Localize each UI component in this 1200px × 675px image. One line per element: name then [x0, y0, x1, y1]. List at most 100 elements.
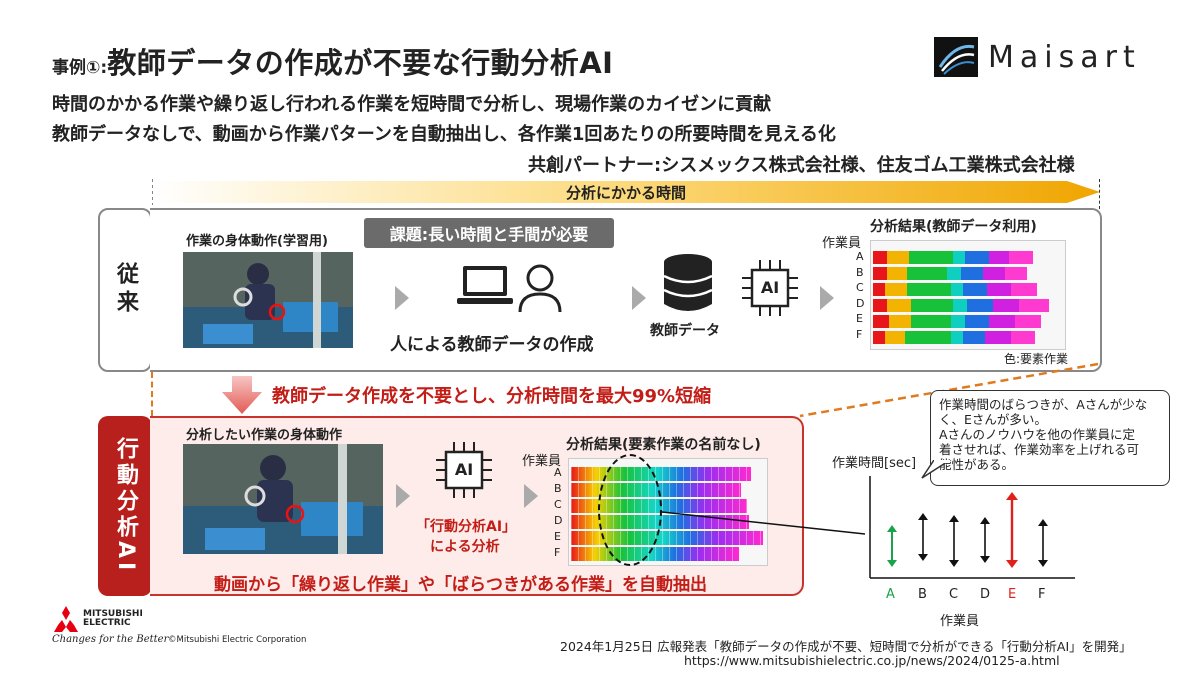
- variation-x-labels: A B C D E F: [882, 587, 1082, 603]
- conventional-work-photo: [183, 252, 353, 348]
- description-line-1: 時間のかかる作業や繰り返し行われる作業を短時間で分析し、現場作業のカイゼンに貢献: [52, 94, 772, 115]
- worker-label: D: [554, 514, 563, 527]
- ai-chip-text: AI: [760, 278, 780, 297]
- issue-label: 課題:長い時間と手間が必要: [389, 225, 589, 244]
- conventional-result-title: 分析結果(教師データ利用): [870, 219, 1037, 235]
- behavior-analysis-line-1: 「行動分析AI」: [416, 519, 517, 535]
- stacked-bar: [873, 331, 1035, 344]
- timeline-label: 分析にかかる時間: [565, 184, 686, 202]
- flow-arrow-icon: [632, 286, 646, 310]
- variation-arrow-a: [887, 525, 897, 567]
- maisart-swirl-icon: [934, 37, 978, 77]
- behavior-ai-side-label: 行動分析AI: [98, 416, 152, 596]
- ai-chip-icon: AI: [432, 440, 496, 504]
- page-title: 事例①:教師データの作成が不要な行動分析AI: [52, 40, 613, 82]
- worker-label: D: [856, 296, 865, 310]
- worker-label: F: [856, 327, 863, 341]
- x-label-a: A: [886, 587, 895, 602]
- stacked-bar: [873, 315, 1041, 328]
- laptop-icon: [455, 262, 515, 314]
- highlight-ellipse: [598, 454, 662, 566]
- conventional-side-label: 従来: [98, 208, 152, 372]
- callout-line: Aさんのノウハウを他の作業員に定: [939, 427, 1136, 442]
- ai-chip-icon: AI: [738, 258, 802, 322]
- variation-arrow-b: [918, 513, 928, 561]
- worker-label: B: [554, 482, 562, 495]
- timeline-end-marker: [1099, 179, 1100, 209]
- callout-line: 能性がある。: [939, 457, 1015, 472]
- x-label-c: C: [949, 587, 959, 602]
- x-label-b: B: [918, 587, 927, 602]
- flow-arrow-icon: [395, 286, 409, 310]
- worker-label: A: [856, 250, 864, 263]
- variation-arrow-d: [980, 517, 990, 563]
- flow-arrow-icon: [820, 286, 834, 310]
- dashed-connector-left: [151, 372, 153, 416]
- stacked-bar: [873, 283, 1037, 296]
- insight-callout: 作業時間のばらつきが、Aさんが少な く、Eさんが多い。 Aさんのノウハウを他の作…: [930, 390, 1170, 486]
- variation-x-axis-label: 作業員: [940, 614, 980, 629]
- callout-tail: [921, 460, 952, 479]
- stacked-bar: [873, 299, 1049, 312]
- worker-photo-icon: [183, 252, 353, 348]
- maisart-logo: Maisart: [934, 36, 1146, 78]
- extract-message: 動画から「繰り返し作業」や「ばらつきがある作業」を自動抽出: [214, 575, 707, 595]
- conventional-worker-axis: 作業員: [822, 236, 862, 251]
- database-icon: [660, 252, 716, 318]
- behavior-result-title: 分析結果(要素作業の名前なし): [566, 437, 761, 453]
- press-release: 2024年1月25日 広報発表「教師データの作成が不要、短時間で分析ができる「行…: [560, 639, 1132, 654]
- copyright: ©Mitsubishi Electric Corporation: [168, 635, 307, 645]
- gradient-bar: [571, 547, 739, 561]
- flow-arrow-icon: [524, 484, 538, 508]
- variation-chart: [869, 476, 1075, 579]
- person-icon: [515, 262, 565, 318]
- behavior-analysis-line-2: による分析: [430, 539, 500, 555]
- callout-line: 着させれば、作業効率を上げれる可: [939, 442, 1140, 457]
- brand-tagline: Changes for the Better: [52, 634, 169, 645]
- behavior-photo-caption: 分析したい作業の身体動作: [186, 428, 343, 443]
- stacked-bar: [873, 251, 1033, 264]
- worker-label: C: [856, 281, 864, 294]
- dashed-connector-right: [799, 362, 1099, 418]
- callout-line: く、Eさんが多い。: [939, 412, 1047, 427]
- mitsubishi-logo: MITSUBISHI ELECTRIC: [52, 606, 143, 632]
- variation-arrow-c: [949, 515, 959, 567]
- issue-box: 課題:長い時間と手間が必要: [364, 218, 614, 248]
- behavior-worker-axis: 作業員: [522, 454, 562, 469]
- ai-chip-text: AI: [454, 460, 474, 479]
- brand-line-2: ELECTRIC: [83, 618, 131, 628]
- manual-creation-label: 人による教師データの作成: [390, 335, 594, 355]
- conventional-worker-labels: A B C D E F: [856, 250, 868, 343]
- logo-text: Maisart: [988, 39, 1141, 75]
- worker-label: B: [856, 265, 864, 279]
- worker-photo-icon: [183, 444, 383, 554]
- timeline-arrow-icon: [151, 179, 1100, 205]
- worker-label: E: [856, 312, 863, 325]
- color-note: 色:要素作業: [1004, 352, 1069, 366]
- case-label: 事例①:: [52, 58, 108, 78]
- title-text: 教師データの作成が不要な行動分析AI: [107, 46, 614, 80]
- worker-label: C: [554, 498, 562, 511]
- x-label-e: E: [1008, 587, 1017, 602]
- down-arrow-icon: [222, 376, 262, 418]
- variation-arrow-f: [1038, 519, 1048, 567]
- worker-label: E: [554, 530, 561, 543]
- conventional-result-chart: [870, 240, 1066, 350]
- timeline-bar: 分析にかかる時間: [151, 179, 1100, 205]
- flow-arrow-icon: [396, 484, 410, 508]
- behavior-worker-labels: A B C D E F: [554, 466, 566, 562]
- partners-line: 共創パートナー:シスメックス株式会社様、住友ゴム工業株式会社様: [528, 155, 1075, 176]
- conventional-photo-caption: 作業の身体動作(学習用): [186, 234, 328, 249]
- pointer-line: [661, 511, 866, 535]
- teacher-data-label: 教師データ: [650, 323, 720, 339]
- callout-line: 作業時間のばらつきが、Aさんが少な: [939, 397, 1148, 412]
- variation-y-label: 作業時間[sec]: [832, 456, 917, 471]
- x-label-f: F: [1038, 587, 1046, 602]
- press-url[interactable]: https://www.mitsubishielectric.co.jp/new…: [684, 653, 1060, 668]
- description-line-2: 教師データなしで、動画から作業パターンを自動抽出し、各作業1回あたりの所要時間を…: [52, 124, 836, 145]
- three-diamonds-icon: [54, 606, 78, 632]
- variation-arrow-e: [1006, 492, 1018, 568]
- worker-label: A: [554, 466, 562, 479]
- transition-message: 教師データ作成を不要とし、分析時間を最大99%短縮: [272, 386, 712, 407]
- behavior-work-photo: [183, 444, 383, 554]
